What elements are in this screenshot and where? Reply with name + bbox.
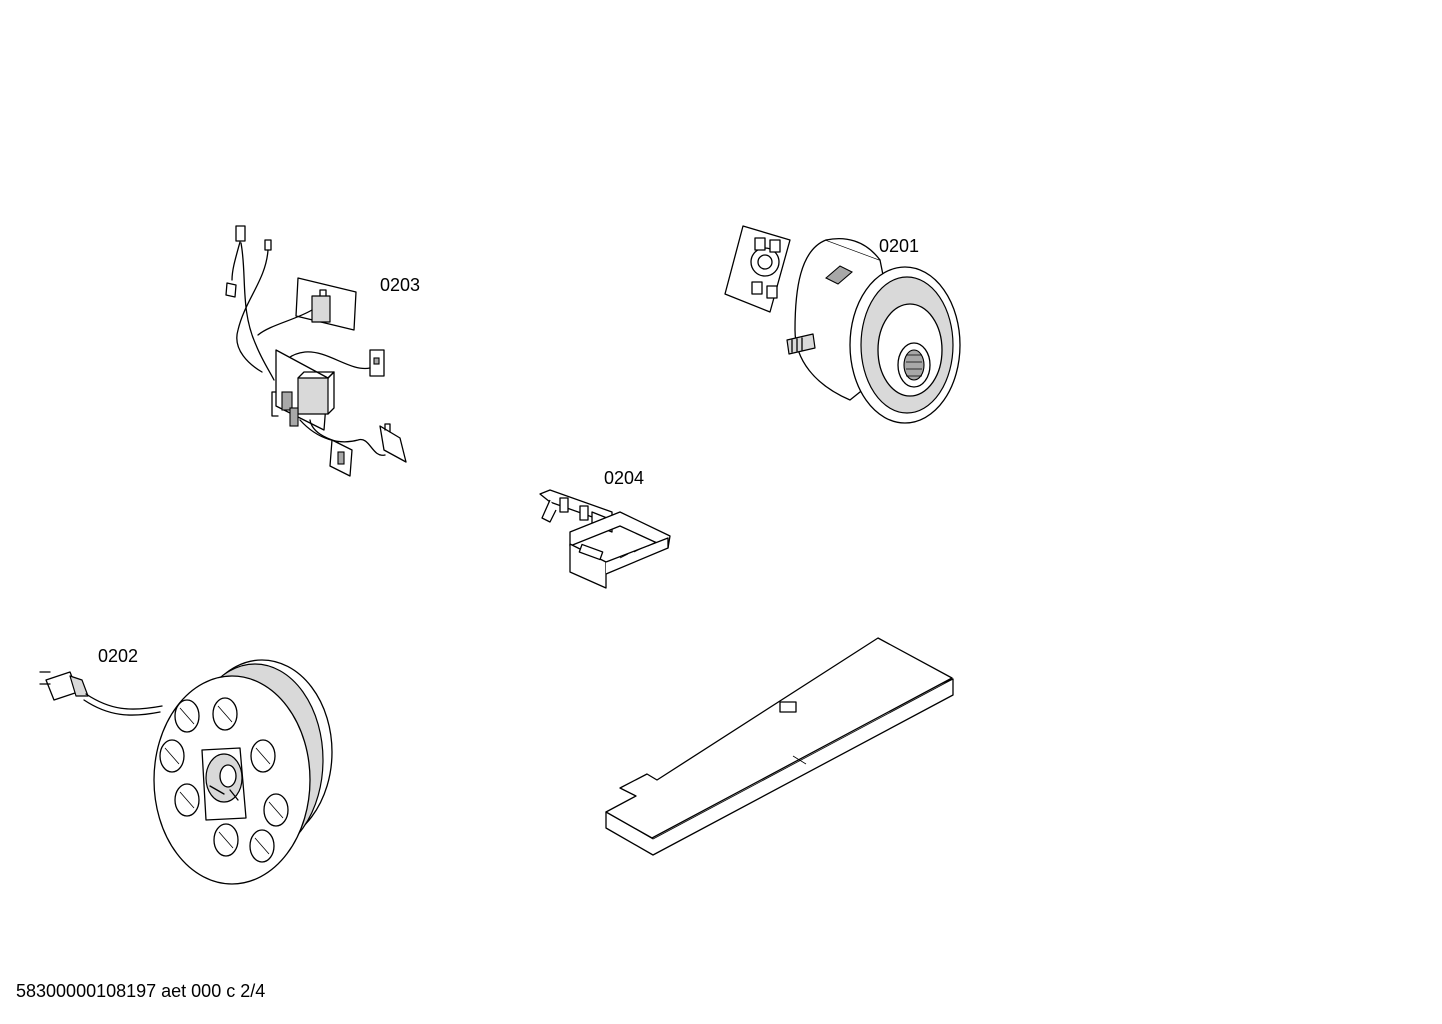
bracket-icon — [539, 489, 671, 589]
plate-icon — [605, 637, 954, 856]
motor-icon — [724, 225, 961, 424]
callout-0201: 0201 — [879, 236, 920, 256]
callout-0203: 0203 — [380, 275, 421, 295]
wiring-harness-icon — [225, 225, 407, 477]
cable-reel-icon — [39, 659, 333, 885]
callout-0204: 0204 — [604, 468, 645, 488]
callout-0202: 0202 — [98, 646, 139, 666]
document-id: 58300000108197 aet 000 c 2/4 — [16, 981, 266, 1001]
